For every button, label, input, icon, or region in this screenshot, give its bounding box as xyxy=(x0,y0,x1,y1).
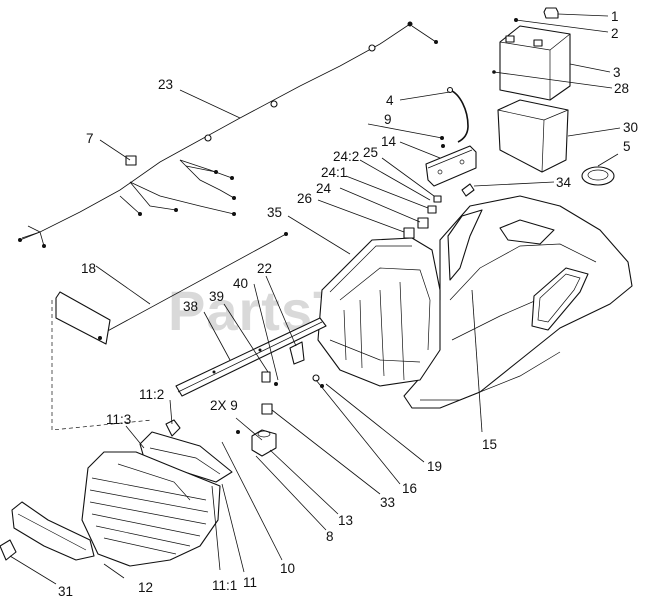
part-22-bracket xyxy=(289,341,305,365)
callout-24: 24 xyxy=(316,181,332,196)
callout-10: 10 xyxy=(280,561,295,576)
callout-2: 2 xyxy=(611,26,619,41)
callout-14: 14 xyxy=(381,134,397,149)
callout-8: 8 xyxy=(326,529,334,544)
part-15-frame xyxy=(403,195,633,409)
callout-34: 34 xyxy=(556,175,572,190)
part-34-screw xyxy=(461,183,475,197)
part-18-rod xyxy=(55,232,288,345)
callout-7: 7 xyxy=(86,131,94,146)
callout-28: 28 xyxy=(614,81,629,96)
callout-9: 9 xyxy=(384,112,392,127)
part-4-battery-cable xyxy=(446,86,469,143)
part-5-grommet xyxy=(581,166,615,186)
callout-24-1: 24:1 xyxy=(321,165,347,180)
callout-13: 13 xyxy=(338,513,353,528)
callout-30: 30 xyxy=(623,120,638,135)
callout-4: 4 xyxy=(386,93,394,108)
callout-31: 31 xyxy=(58,584,73,599)
leader-lines xyxy=(9,13,621,585)
part-23-wire-harness xyxy=(21,21,438,239)
part-24-connectors xyxy=(403,195,442,239)
callout-15: 15 xyxy=(482,437,497,452)
callout-1: 1 xyxy=(611,9,619,24)
assembly-dash-lines xyxy=(51,300,153,431)
part-33-switch xyxy=(261,403,273,415)
callout-26: 26 xyxy=(297,191,312,206)
part-1-cap xyxy=(543,7,559,19)
callout-33: 33 xyxy=(380,495,395,510)
part-3-battery xyxy=(499,25,571,101)
callout-38: 38 xyxy=(183,299,198,314)
callout-3: 3 xyxy=(613,65,621,80)
callout-11: 11 xyxy=(243,575,257,590)
callout-24-2: 24:2 xyxy=(333,149,359,164)
part-12-grille xyxy=(81,451,221,567)
callout-18: 18 xyxy=(81,261,96,276)
callout-19: 19 xyxy=(427,459,442,474)
callout-16: 16 xyxy=(402,481,417,496)
part-16-19-hardware xyxy=(312,374,324,388)
part-dash-housing xyxy=(317,237,441,387)
callout-5: 5 xyxy=(623,139,631,154)
callout-12: 12 xyxy=(138,580,153,595)
callout-35: 35 xyxy=(267,205,282,220)
callout-39: 39 xyxy=(209,289,224,304)
callout-25: 25 xyxy=(363,145,378,160)
callout-23: 23 xyxy=(158,77,173,92)
callout-labels: 1 2 3 28 23 4 9 14 30 7 5 25 24:2 24:1 3… xyxy=(58,9,638,599)
callout-11-2: 11:2 xyxy=(139,387,164,402)
part-31-trim xyxy=(0,501,95,561)
part-7-harness-branch xyxy=(18,155,236,248)
part-38-rail xyxy=(175,317,327,397)
part-14-bracket xyxy=(425,145,477,187)
callout-11-3: 11:3 xyxy=(106,412,131,427)
part-30-battery-tray xyxy=(497,99,569,173)
part-11-2-bracket xyxy=(165,419,181,437)
part-39-40-hardware xyxy=(261,371,278,386)
callout-11-1: 11:1 xyxy=(212,578,237,593)
callout-2x9: 2X 9 xyxy=(210,398,238,413)
callout-22: 22 xyxy=(257,261,272,276)
callout-40: 40 xyxy=(233,276,248,291)
part-2x9-screws xyxy=(236,430,240,434)
